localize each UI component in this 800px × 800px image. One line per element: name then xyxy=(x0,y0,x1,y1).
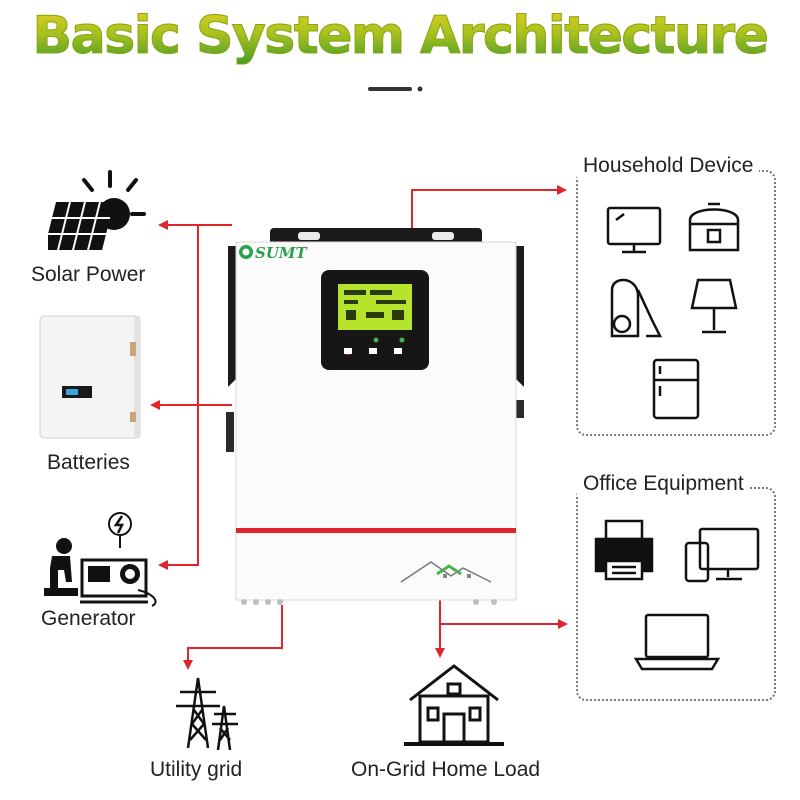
solar-icon xyxy=(48,170,146,250)
house-logo xyxy=(400,561,492,583)
inverter-unit xyxy=(226,228,524,605)
utility-pylon-icon xyxy=(176,677,238,751)
home-icon xyxy=(404,664,504,746)
generator-icon xyxy=(44,512,157,607)
title-underline xyxy=(368,86,423,92)
printer-icon xyxy=(594,519,654,581)
home-load-label: On-Grid Home Load xyxy=(351,758,541,781)
page-title: Basic System Architecture xyxy=(0,6,800,67)
office-equipment-title: Office Equipment xyxy=(577,472,750,496)
inverter-brand: SUMT xyxy=(255,244,307,262)
utility-label: Utility grid xyxy=(150,758,243,781)
solar-label: Solar Power xyxy=(31,263,146,286)
laptop-icon xyxy=(633,613,721,671)
fridge-icon xyxy=(652,358,700,420)
monitor-icon xyxy=(606,206,662,254)
phone-monitor-icon xyxy=(684,527,760,583)
lamp-icon xyxy=(690,278,738,334)
office-devices xyxy=(594,519,760,671)
household-device-title: Household Device xyxy=(577,154,760,178)
vacuum-icon xyxy=(610,278,663,338)
battery-icon xyxy=(39,315,141,439)
brand-icon xyxy=(239,245,253,259)
batteries-label: Batteries xyxy=(47,451,130,474)
household-devices xyxy=(606,202,740,420)
generator-label: Generator xyxy=(41,607,136,630)
rice-cooker-icon xyxy=(688,202,740,252)
